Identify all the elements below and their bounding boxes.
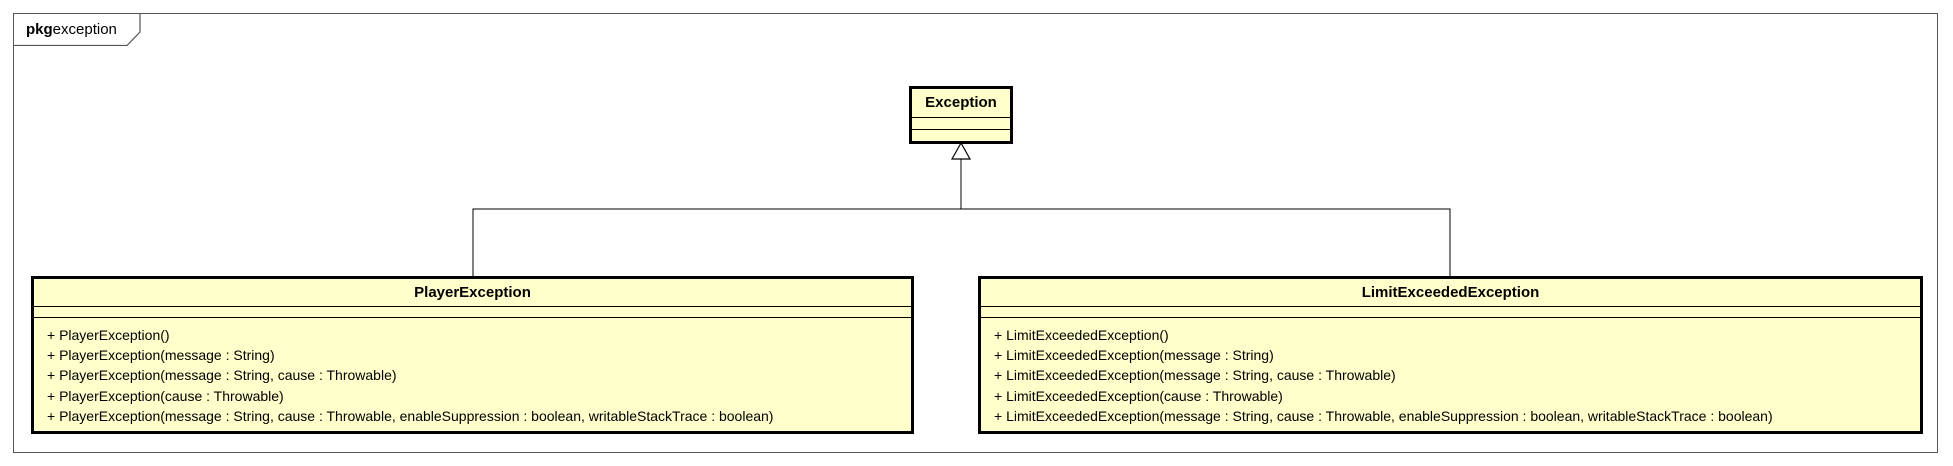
class-exception[interactable]: Exception bbox=[909, 86, 1013, 144]
package-keyword: pkg bbox=[26, 21, 53, 38]
class-player-exception-attributes bbox=[34, 307, 911, 318]
package-label: pkgexception bbox=[26, 21, 117, 38]
operation: + LimitExceededException() bbox=[994, 327, 1169, 343]
operation: + PlayerException(message : String) bbox=[47, 347, 275, 364]
operation: + PlayerException(cause : Throwable) bbox=[47, 387, 284, 404]
package-tab-outline bbox=[14, 14, 141, 46]
class-limit-exceeded-exception-operations: + LimitExceededException() + LimitExceed… bbox=[981, 318, 1920, 432]
class-limit-exceeded-exception-name: LimitExceededException bbox=[981, 279, 1920, 307]
class-limit-exceeded-exception[interactable]: LimitExceededException + LimitExceededEx… bbox=[978, 276, 1923, 434]
package-name: exception bbox=[52, 21, 117, 38]
class-player-exception-operations: + PlayerException() + PlayerException(me… bbox=[34, 318, 911, 432]
operation: + LimitExceededException(message : Strin… bbox=[994, 347, 1274, 364]
class-exception-name: Exception bbox=[912, 89, 1010, 118]
operation: + PlayerException(message : String, caus… bbox=[47, 367, 397, 384]
class-exception-operations bbox=[912, 130, 1010, 142]
operation: + LimitExceededException(message : Strin… bbox=[994, 407, 1773, 424]
class-exception-attributes bbox=[912, 118, 1010, 130]
operation: + PlayerException(message : String, caus… bbox=[47, 407, 774, 424]
operation: + PlayerException() bbox=[47, 327, 170, 343]
class-player-exception-name: PlayerException bbox=[34, 279, 911, 307]
generalization-arrowhead bbox=[950, 141, 972, 160]
operation: + LimitExceededException(message : Strin… bbox=[994, 367, 1396, 384]
generalization-line-player bbox=[472, 159, 962, 276]
class-player-exception[interactable]: PlayerException + PlayerException() + Pl… bbox=[31, 276, 914, 434]
generalization-line-limit bbox=[961, 208, 1451, 276]
class-limit-exceeded-exception-attributes bbox=[981, 307, 1920, 318]
operation: + LimitExceededException(cause : Throwab… bbox=[994, 387, 1283, 404]
